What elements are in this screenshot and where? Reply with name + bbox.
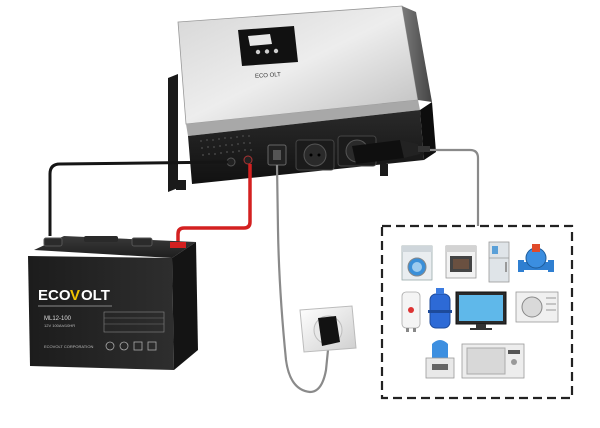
inverter-side: [402, 6, 432, 102]
battery-brand-right: OLT: [81, 287, 110, 304]
wall-socket: [299, 305, 357, 353]
battery-brand-v: V: [70, 287, 80, 304]
battery-top: [34, 236, 196, 258]
battery-handle: [84, 236, 118, 242]
battery-terminal-positive: [131, 237, 153, 247]
inverter-brand: ECO OLT: [255, 72, 282, 80]
refrigerator-icon: [488, 241, 510, 283]
mounting-bracket: [168, 74, 178, 192]
warning-icon: [105, 341, 115, 351]
output-plug: [352, 140, 430, 164]
oven-icon: [445, 245, 477, 279]
inverter: ECO OLT: [168, 5, 436, 192]
battery-side: [172, 242, 198, 370]
output-cable: [430, 148, 480, 226]
lcd-screen: [248, 34, 272, 46]
water-pump-icon: [518, 244, 554, 272]
recycle-icon: [119, 341, 129, 351]
control-button[interactable]: [255, 49, 261, 55]
grid-input-cable: [275, 164, 330, 394]
inverter-trim: [186, 100, 420, 136]
television-icon: [455, 291, 507, 330]
ac-output-socket: [295, 139, 335, 171]
battery-brand-left: ECO: [38, 287, 71, 304]
battery: ECO V OLT ML12-100 12V 100Ah/10HR ECOVOL…: [28, 236, 198, 370]
battery-icon: [147, 341, 157, 351]
bin-icon: [133, 341, 143, 351]
negative-cable: [48, 160, 229, 236]
wall-plug: [318, 316, 340, 346]
battery-front: [28, 256, 174, 370]
battery-terminal-negative: [43, 237, 63, 247]
battery-spec-table: [103, 311, 165, 333]
battery-maker: ECOVOLT CORPORATION: [44, 344, 93, 349]
washing-machine-icon: [401, 245, 433, 281]
dc-terminal-negative: [226, 157, 236, 167]
vent-grille: [200, 135, 252, 156]
control-button[interactable]: [264, 49, 270, 54]
control-button[interactable]: [273, 48, 279, 54]
water-dispenser-icon: [425, 340, 455, 379]
display-panel: [238, 26, 298, 66]
air-conditioner-icon: [515, 291, 559, 323]
microwave-icon: [461, 343, 525, 379]
dc-terminal-positive: [243, 155, 253, 165]
gas-cylinder-icon: [428, 288, 452, 329]
water-heater-icon: [401, 291, 421, 332]
positive-cable: [176, 164, 252, 246]
battery-model: ML12-100: [44, 316, 72, 322]
battery-rating: 12V 100Ah/10HR: [44, 323, 75, 328]
